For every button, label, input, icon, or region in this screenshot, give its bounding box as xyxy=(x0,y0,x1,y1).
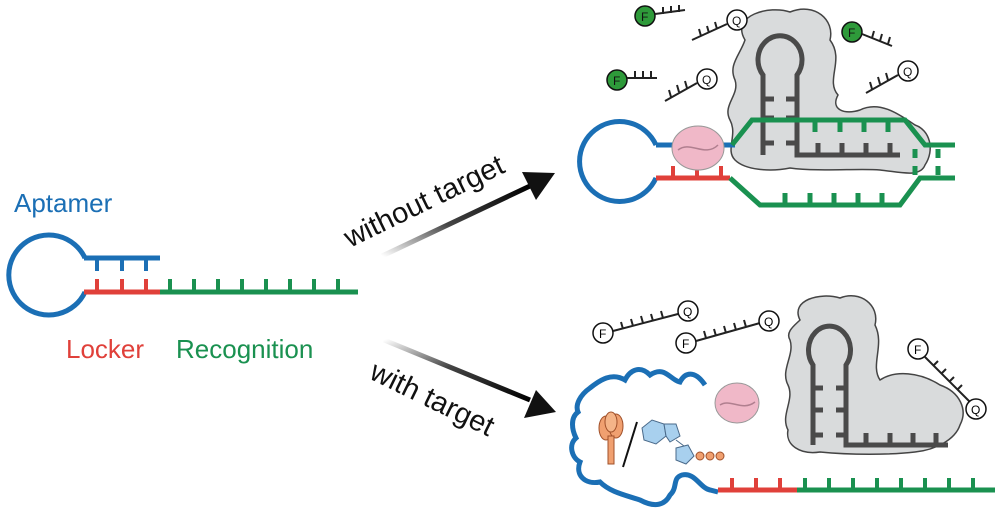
svg-text:F: F xyxy=(599,327,606,341)
protein-target-icon xyxy=(598,411,624,465)
reporter-fluorophore: F xyxy=(634,5,686,27)
with-target-scene: F Q F Q F Q xyxy=(569,295,995,508)
locker-base-ticks xyxy=(95,279,148,292)
reporter-fq: F Q xyxy=(675,310,780,354)
reporter-fluorophore: F xyxy=(606,69,657,91)
recognition-duplex xyxy=(728,117,955,208)
svg-text:Q: Q xyxy=(903,65,912,79)
arrow-without-target: without target xyxy=(338,149,555,259)
recognition-label: Recognition xyxy=(176,334,313,364)
reporter-quencher: Q xyxy=(865,60,919,94)
reporter-fq: F Q xyxy=(592,300,699,344)
reporter-quencher: Q xyxy=(664,68,718,102)
svg-text:Q: Q xyxy=(971,403,980,417)
svg-text:F: F xyxy=(682,337,689,351)
svg-text:F: F xyxy=(914,343,921,357)
svg-text:Q: Q xyxy=(764,315,773,329)
enzyme-icon xyxy=(671,125,725,171)
arrow-with-target: with target xyxy=(364,337,556,443)
recognition-base-ticks xyxy=(168,279,340,292)
svg-text:F: F xyxy=(848,26,855,40)
probe-construct: Aptamer Locker Recognition xyxy=(6,188,358,364)
fluorophore-reporters: F F F Q Q xyxy=(606,5,919,102)
reporter-fluorophore: F xyxy=(841,21,893,47)
separator-slash xyxy=(622,421,638,468)
aptamer-loop xyxy=(577,119,659,204)
svg-text:Q: Q xyxy=(732,14,741,28)
cas-protein xyxy=(727,8,931,174)
aptamer-unfolded xyxy=(569,367,719,508)
intact-reporters: F Q F Q F Q xyxy=(592,300,987,420)
cas-protein xyxy=(784,295,964,455)
arrowhead-icon xyxy=(524,390,556,418)
crrna-hairpin xyxy=(806,323,948,448)
small-molecule-target-icon xyxy=(641,419,725,465)
locker-label: Locker xyxy=(66,334,144,364)
reporter-fq: F Q xyxy=(907,338,987,420)
svg-text:F: F xyxy=(641,10,648,24)
with-target-label: with target xyxy=(364,355,499,443)
reporter-quencher: Q xyxy=(691,9,748,41)
enzyme-icon xyxy=(714,382,760,424)
svg-text:F: F xyxy=(613,74,620,88)
svg-text:Q: Q xyxy=(683,305,692,319)
aptamer-base-ticks xyxy=(95,258,148,271)
aptamer-loop xyxy=(6,232,88,318)
svg-text:Q: Q xyxy=(702,73,711,87)
without-target-scene: F F F Q Q xyxy=(577,5,955,208)
arrowhead-icon xyxy=(522,172,555,200)
aptamer-label: Aptamer xyxy=(14,188,113,218)
